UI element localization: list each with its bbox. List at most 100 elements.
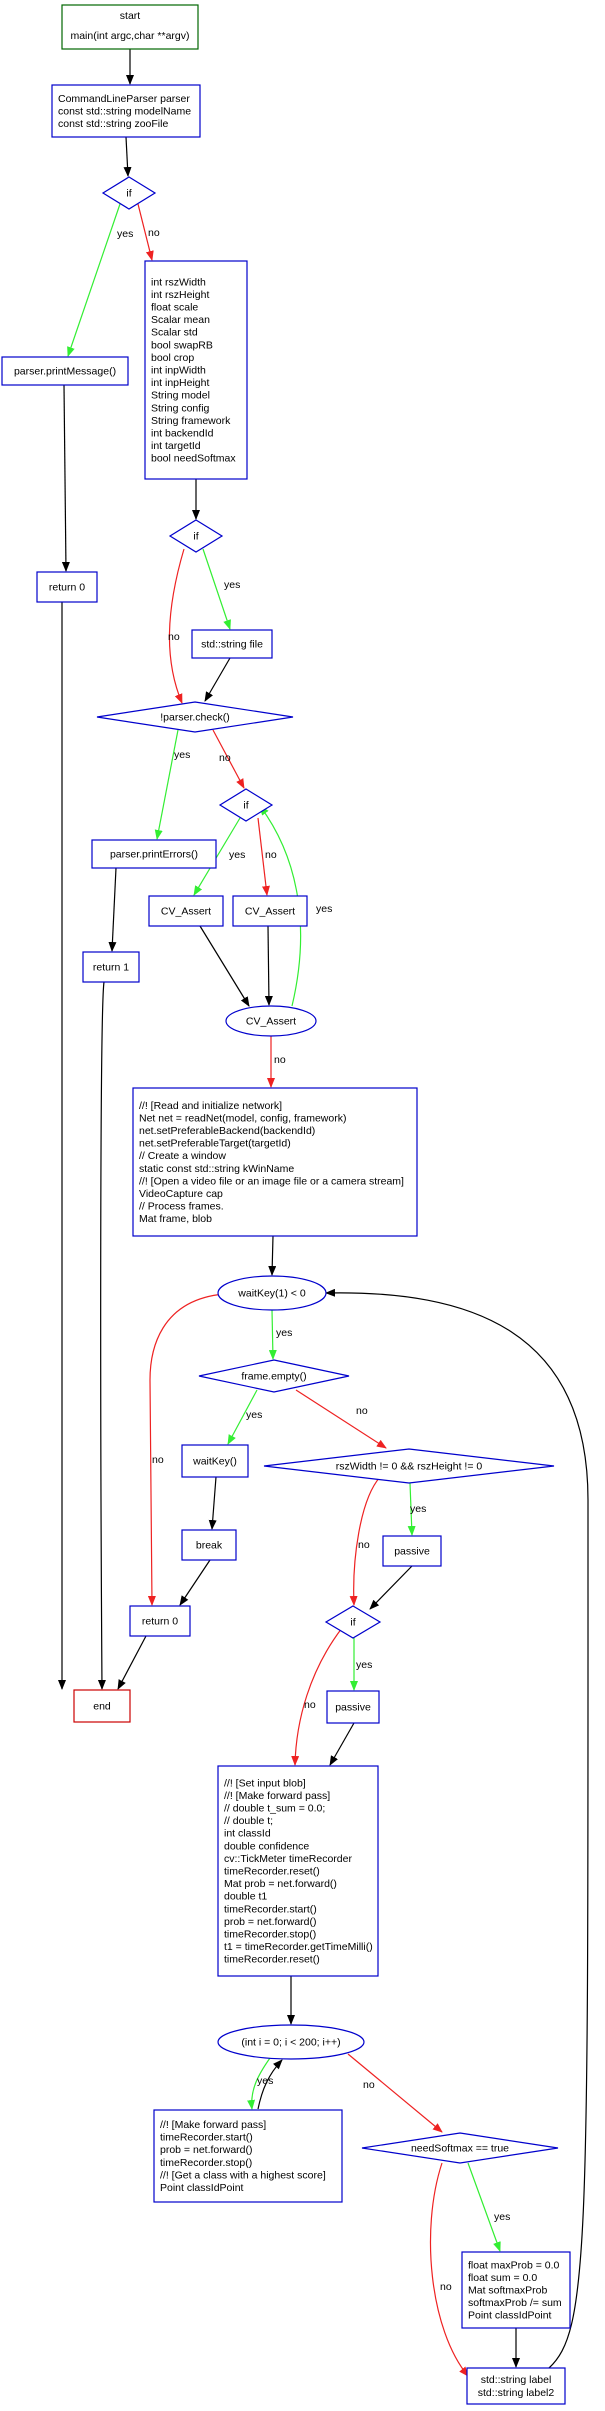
edge-label-yes: yes (117, 228, 133, 240)
edge-label-no: no (168, 631, 180, 643)
edge-label-yes: yes (410, 1503, 426, 1515)
edge-18 (97, 981, 106, 1690)
edge-label-no: no (304, 1699, 316, 1711)
edge-1 (123, 136, 132, 177)
node-text-line: return 1 (93, 962, 129, 974)
decision-shape (361, 2132, 559, 2164)
node-text-line: if (350, 1617, 355, 1629)
edge-2 (67, 203, 121, 357)
node-text-line: Scalar std (151, 327, 198, 339)
edge-label-no: no (358, 1539, 370, 1551)
node-text-line: String model (151, 390, 210, 402)
node-text-line: Net net = readNet(model, config, framewo… (139, 1112, 346, 1124)
edge-7 (168, 548, 185, 704)
edge-38 (467, 2162, 501, 2252)
node-text-line: frame.empty() (241, 1371, 306, 1383)
edge-29 (369, 1565, 413, 1610)
box-shape (61, 4, 199, 50)
node-text-line: !parser.check() (160, 712, 229, 724)
node-text-line: main(int argc,char **argv) (70, 30, 189, 42)
node-text-line: end (93, 1701, 111, 1713)
node-text-line: Scalar mean (151, 314, 210, 326)
edge-label-no: no (265, 849, 277, 861)
node-cvassert2: CV_Assert (232, 895, 308, 927)
box-shape (191, 629, 273, 659)
node-text-line: parser.printMessage() (14, 366, 116, 378)
node-text-line: timeRecorder.reset() (224, 1954, 320, 1966)
node-setinput: //! [Set input blob]//! [Make forward pa… (217, 1765, 379, 1977)
edge-37 (347, 2053, 443, 2133)
edge-label-no: no (363, 2079, 375, 2091)
box-shape (326, 1690, 380, 1724)
node-text-line: int inpHeight (151, 377, 209, 389)
edge-label-no: no (440, 2281, 452, 2293)
edge-label-no: no (356, 1405, 368, 1417)
node-text-line: passive (394, 1546, 430, 1558)
node-text-line: float sum = 0.0 (468, 2272, 537, 2284)
node-text-line: bool needSoftmax (151, 453, 236, 465)
node-return1: return 1 (82, 951, 140, 983)
node-return0b: return 0 (129, 1605, 191, 1637)
node-break: break (181, 1529, 237, 1561)
node-passive2: passive (326, 1690, 380, 1724)
edge-label-no: no (152, 1454, 164, 1466)
node-end: end (73, 1689, 131, 1723)
box-shape (73, 1689, 131, 1723)
node-text-line: static const std::string kWinName (139, 1163, 294, 1175)
node-text-line: float maxProb = 0.0 (468, 2259, 560, 2271)
edge-32 (291, 1627, 343, 1766)
box-shape (382, 1535, 442, 1567)
node-text-line: bool swapRB (151, 339, 213, 351)
node-text-line: rszWidth != 0 && rszHeight != 0 (336, 1461, 483, 1473)
edge-10 (212, 729, 245, 789)
node-readnet: //! [Read and initialize network]Net net… (132, 1087, 418, 1237)
edge-label-yes: yes (174, 749, 190, 761)
edge-35 (247, 2057, 271, 2110)
node-text-line: Point classIdPoint (160, 2182, 244, 2194)
node-text-line: timeRecorder.start() (224, 1903, 317, 1915)
node-text-line: // double t; (224, 1815, 273, 1827)
edge-27 (349, 1476, 381, 1606)
node-text-line: CV_Assert (245, 906, 295, 918)
edge-16 (199, 925, 250, 1007)
node-text-line: t1 = timeRecorder.getTimeMilli() (224, 1941, 373, 1953)
edge-17 (264, 925, 273, 1006)
box-shape (217, 1765, 379, 1977)
edge-41 (325, 1288, 589, 2369)
node-text-line: // Process frames. (139, 1201, 224, 1213)
node-text-line: if (126, 188, 131, 200)
node-text-line: Mat frame, blob (139, 1213, 212, 1225)
node-waitkey2: waitKey() (181, 1444, 249, 1478)
node-text-line: const std::string modelName (58, 106, 191, 118)
node-text-line: if (193, 531, 198, 543)
node-text-line: waitKey(1) < 0 (237, 1288, 306, 1300)
node-stdfile: std::string file (191, 629, 273, 659)
node-text-line: //! [Set input blob] (224, 1777, 306, 1789)
node-text-line: double confidence (224, 1840, 309, 1852)
node-text-line: if (243, 800, 248, 812)
edges-layer (58, 49, 589, 2377)
node-text-line: std::string label (481, 2374, 552, 2386)
box-shape (181, 1529, 237, 1561)
node-text-line: break (196, 1540, 223, 1552)
node-text-line: int inpWidth (151, 365, 206, 377)
edge-26 (407, 1482, 416, 1536)
box-shape (461, 2251, 571, 2329)
box-shape (132, 1087, 418, 1237)
decision-shape (96, 701, 294, 733)
node-text-line: int rszWidth (151, 276, 206, 288)
node-text-line: //! [Open a video file or an image file … (139, 1175, 404, 1187)
node-forloop: (int i = 0; i < 200; i++) (217, 2024, 365, 2060)
loop-shape (217, 2024, 365, 2060)
edge-label-yes: yes (356, 1659, 372, 1671)
node-text-line: //! [Make forward pass] (160, 2119, 266, 2131)
node-text-line: //! [Get a class with a highest score] (160, 2169, 326, 2181)
edge-6 (202, 548, 231, 630)
box-shape (1, 356, 129, 386)
decision-shape (168, 519, 224, 553)
